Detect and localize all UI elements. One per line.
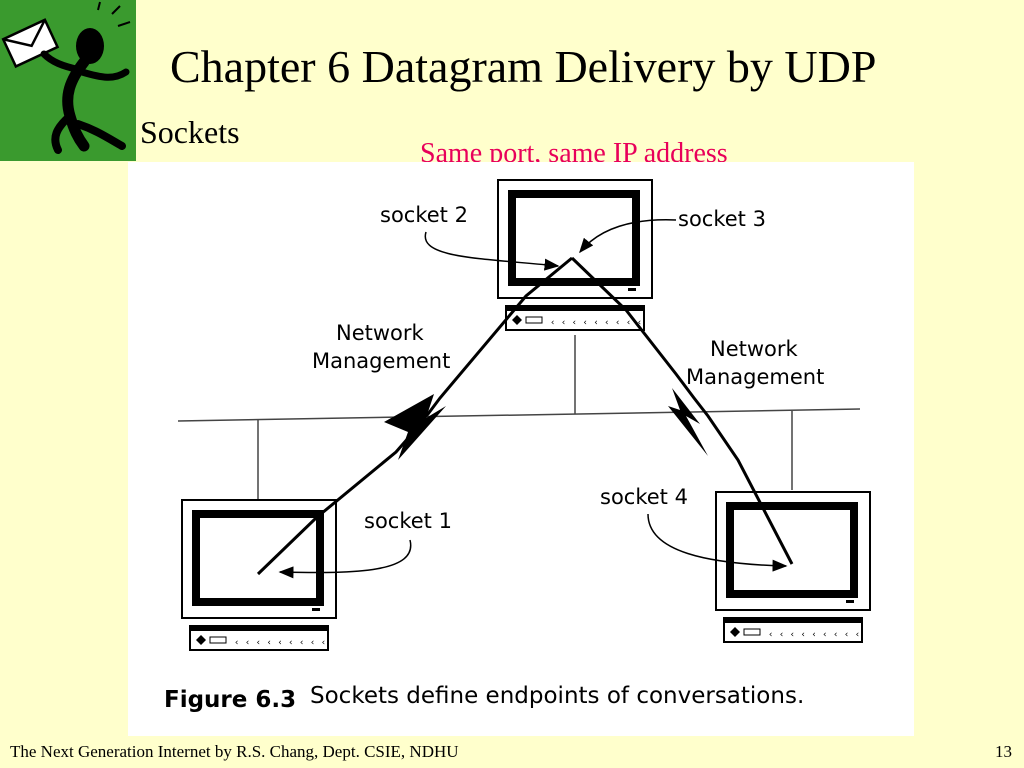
network-management-left-line2: Management — [312, 349, 450, 373]
logo — [0, 0, 136, 161]
socket-4-label: socket 4 — [600, 485, 688, 509]
footer-text: The Next Generation Internet by R.S. Cha… — [10, 742, 459, 761]
network-management-right-line2: Management — [686, 365, 824, 389]
slide-subtitle: Sockets — [140, 114, 240, 150]
socket-2-label: socket 2 — [380, 203, 468, 227]
stick-figure-with-envelope-icon — [1, 1, 131, 154]
figure-caption-text: Sockets define endpoints of conversation… — [310, 683, 804, 709]
computer-top — [498, 180, 652, 330]
figure-caption-label: Figure 6.3 — [164, 687, 296, 713]
socket-1-label: socket 1 — [364, 509, 452, 533]
lightning-bolt-right — [668, 388, 708, 456]
network-management-left-line1: Network — [336, 321, 425, 345]
socket-diagram: ‹ ‹ ‹ ‹ ‹ ‹ ‹ ‹ ‹ socket 2 socket 3 sock… — [164, 162, 914, 713]
network-management-right-line1: Network — [710, 337, 799, 361]
lightning-bolt-left — [384, 394, 446, 460]
computer-right — [716, 492, 870, 642]
connection-right — [570, 256, 794, 565]
lan-backbone — [177, 335, 861, 499]
figure-panel: ‹ ‹ ‹ ‹ ‹ ‹ ‹ ‹ ‹ socket 2 socket 3 sock… — [128, 162, 914, 736]
page-number: 13 — [995, 742, 1012, 761]
slide-title: Chapter 6 Datagram Delivery by UDP — [170, 41, 877, 92]
socket-3-label: socket 3 — [678, 207, 766, 231]
